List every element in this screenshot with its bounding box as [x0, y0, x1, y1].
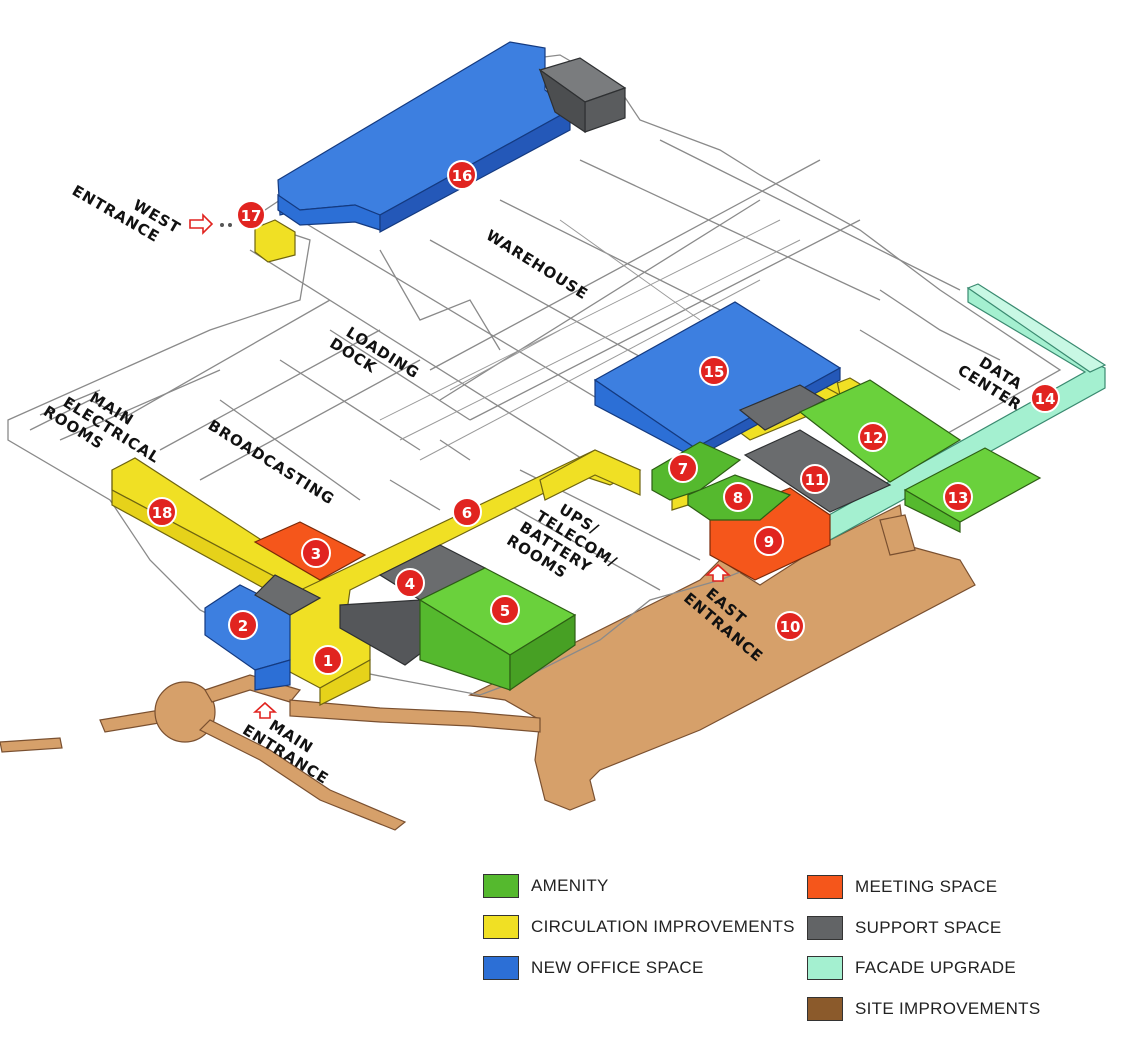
marker-number: 4 — [405, 575, 415, 593]
marker-circle — [395, 568, 425, 598]
marker-circle — [1030, 383, 1060, 413]
marker-number: 11 — [805, 471, 826, 489]
marker-number: 3 — [311, 545, 321, 563]
marker-number: 16 — [452, 167, 473, 185]
legend-item-support: SUPPORT SPACE — [807, 915, 1002, 941]
floorplan-diagonals — [379, 219, 801, 461]
marker-number: 14 — [1035, 390, 1056, 408]
marker-circle — [668, 453, 698, 483]
marker-number: 1 — [323, 652, 333, 670]
marker-6: 6 — [452, 497, 482, 527]
marker-circle — [943, 482, 973, 512]
legend-swatch-circulation — [483, 915, 519, 939]
office-16 — [277, 41, 572, 234]
marker-13: 13 — [943, 482, 973, 512]
legend-label: SUPPORT SPACE — [855, 918, 1002, 937]
marker-number: 17 — [241, 207, 262, 225]
isometric-site-plan: WESTENTRANCE WAREHOUSE LOADINGDOCK MAINE… — [0, 41, 1107, 831]
marker-circle — [236, 200, 266, 230]
west-entrance-arrow-icon — [189, 213, 214, 235]
legend: AMENITY CIRCULATION IMPROVEMENTS NEW OFF… — [0, 860, 1142, 1060]
marker-circle — [452, 497, 482, 527]
legend-label: FACADE UPGRADE — [855, 958, 1017, 977]
main-entrance-arrow-icon — [252, 701, 278, 719]
marker-circle — [775, 611, 805, 641]
marker-10: 10 — [775, 611, 805, 641]
label-data-center: DATACENTER — [954, 346, 1034, 415]
south-road — [198, 719, 407, 831]
legend-item-facade: FACADE UPGRADE — [807, 955, 1016, 981]
marker-2: 2 — [228, 610, 258, 640]
marker-circle — [228, 610, 258, 640]
legend-swatch-site — [807, 997, 843, 1021]
marker-18: 18 — [147, 497, 177, 527]
marker-14: 14 — [1030, 383, 1060, 413]
marker-number: 10 — [780, 618, 801, 636]
legend-swatch-office — [483, 956, 519, 980]
marker-number: 9 — [764, 533, 774, 551]
legend-swatch-meeting — [807, 875, 843, 899]
marker-number: 7 — [678, 460, 688, 478]
marker-circle — [490, 595, 520, 625]
marker-number: 5 — [500, 602, 510, 620]
main-drive — [0, 737, 63, 753]
legend-item-circulation: CIRCULATION IMPROVEMENTS — [483, 914, 795, 940]
marker-number: 6 — [462, 504, 472, 522]
legend-swatch-amenity — [483, 874, 519, 898]
site-improvements — [0, 504, 976, 831]
marker-11: 11 — [800, 464, 830, 494]
marker-9: 9 — [754, 526, 784, 556]
marker-17: 17 — [236, 200, 266, 230]
legend-item-site: SITE IMPROVEMENTS — [807, 996, 1041, 1022]
marker-circle — [699, 356, 729, 386]
marker-number: 12 — [863, 429, 884, 447]
marker-number: 13 — [948, 489, 969, 507]
label-loading-dock: LOADINGDOCK — [327, 319, 423, 398]
roundabout — [154, 681, 216, 743]
legend-label: SITE IMPROVEMENTS — [855, 999, 1041, 1018]
marker-8: 8 — [723, 482, 753, 512]
legend-item-amenity: AMENITY — [483, 873, 609, 899]
marker-circle — [723, 482, 753, 512]
marker-number: 18 — [152, 504, 173, 522]
marker-1: 1 — [313, 645, 343, 675]
legend-swatch-facade — [807, 956, 843, 980]
east-connector — [879, 514, 916, 556]
marker-4: 4 — [395, 568, 425, 598]
marker-number: 15 — [704, 363, 725, 381]
label-west-entrance: WESTENTRANCE — [69, 166, 184, 253]
east-entrance-arrow-icon — [704, 563, 732, 582]
marker-number: 8 — [733, 489, 743, 507]
marker-12: 12 — [858, 422, 888, 452]
label-main-electrical: MAINELECTRICALROOMS — [40, 371, 173, 482]
east-plaza — [468, 504, 976, 811]
support-top — [538, 57, 627, 134]
marker-circle — [754, 526, 784, 556]
marker-15: 15 — [699, 356, 729, 386]
drive-to-plaza — [289, 699, 541, 733]
marker-circle — [800, 464, 830, 494]
legend-label: AMENITY — [531, 876, 609, 895]
marker-7: 7 — [668, 453, 698, 483]
west-entrance-dots — [220, 223, 232, 227]
marker-circle — [301, 538, 331, 568]
label-broadcasting: BROADCASTING — [205, 416, 338, 508]
marker-circle — [313, 645, 343, 675]
marker-circle — [858, 422, 888, 452]
marker-5: 5 — [490, 595, 520, 625]
legend-item-meeting: MEETING SPACE — [807, 874, 997, 900]
marker-circle — [147, 497, 177, 527]
entrance-arrows — [189, 213, 732, 719]
marker-16: 16 — [447, 160, 477, 190]
legend-label: NEW OFFICE SPACE — [531, 958, 704, 977]
marker-circle — [447, 160, 477, 190]
legend-swatch-support — [807, 916, 843, 940]
marker-3: 3 — [301, 538, 331, 568]
legend-label: MEETING SPACE — [855, 877, 998, 896]
legend-item-office: NEW OFFICE SPACE — [483, 955, 704, 981]
legend-label: CIRCULATION IMPROVEMENTS — [531, 917, 795, 936]
marker-number: 2 — [238, 617, 248, 635]
